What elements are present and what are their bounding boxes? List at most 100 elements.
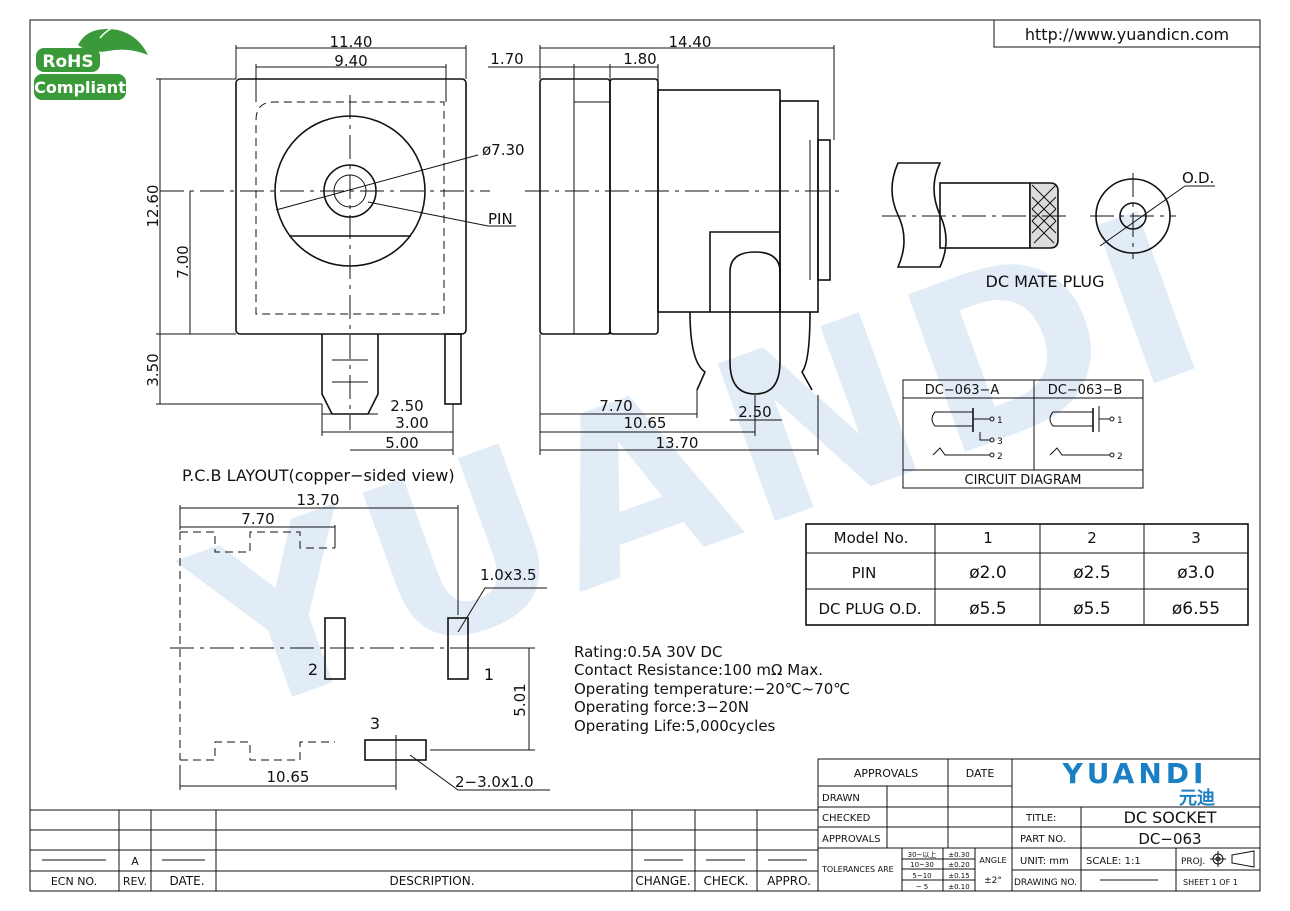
svg-text:ø5.5: ø5.5 [969,599,1006,619]
part-value: DC−063 [1138,830,1201,848]
dim-9-40: 9.40 [334,52,367,70]
pin-label: PIN [488,210,513,228]
dim-5-00: 5.00 [385,434,418,452]
od-label: O.D. [1182,169,1214,187]
svg-text:DESCRIPTION.: DESCRIPTION. [389,874,474,888]
svg-text:PIN: PIN [852,564,877,582]
pcb-title: P.C.B LAYOUT(copper−sided view) [182,466,455,485]
pcb-pin-1 [447,617,469,680]
dim-10-65: 10.65 [624,414,667,432]
svg-text:Rating:0.5A 30V DC: Rating:0.5A 30V DC [574,643,722,661]
front-pin-right [444,333,462,405]
dim-14-40: 14.40 [669,33,712,51]
svg-text:3: 3 [1191,529,1201,547]
circuit-header-b: DC−063−B [1048,383,1123,398]
brand-logo: YUANDI [1062,757,1208,790]
compliant-text: Compliant [34,78,126,97]
pcb-pin-2 [324,617,346,680]
svg-text:UNIT: mm: UNIT: mm [1020,856,1069,867]
svg-text:±2°: ±2° [984,876,1002,886]
dim-7-70: 7.70 [599,397,632,415]
svg-text:1: 1 [997,416,1003,426]
ratings: Rating:0.5A 30V DC Contact Resistance:10… [574,643,850,735]
front-view: 11.40 9.40 12.60 7.00 3.50 2.50 3.00 5.0… [144,33,525,455]
dim-11-40: 11.40 [330,33,373,51]
svg-text:DATE.: DATE. [169,874,204,888]
svg-text:REV.: REV. [123,875,147,888]
svg-text:Operating temperature:−20℃~70: Operating temperature:−20℃~70℃ [574,680,850,698]
mate-plug: O.D. DC MATE PLUG [882,162,1215,291]
svg-text:±0.20: ±0.20 [948,861,969,869]
svg-text:ø6.55: ø6.55 [1172,599,1220,619]
revision-block: A ECN NO. REV. DATE. DESCRIPTION. CHANGE… [30,809,818,891]
svg-text:Contact Resistance:100 mΩ M: Contact Resistance:100 mΩ Max. [574,661,823,679]
svg-text:2: 2 [1117,452,1123,462]
svg-text:Operating force:3−20N: Operating force:3−20N [574,698,749,716]
mate-plug-label: DC MATE PLUG [986,272,1105,291]
svg-text:3: 3 [997,437,1003,447]
svg-text:APPRO.: APPRO. [767,874,811,888]
circuit-caption: CIRCUIT DIAGRAM [965,473,1082,488]
svg-text:CHECKED: CHECKED [822,813,871,824]
side-view: 14.40 1.70 1.80 7.70 10.65 13.70 2.50 [488,33,845,455]
spec-table: Model No. 1 2 3 PIN ø2.0 ø2.5 ø3.0 DC PL… [805,523,1249,626]
svg-text:±0.30: ±0.30 [948,851,969,859]
sheet-border [29,19,1261,892]
circuit-diagram: DC−063−A DC−063−B 1 3 2 1 2 CIRCUIT DIAG… [902,379,1144,489]
svg-text:±0.10: ±0.10 [948,883,969,891]
svg-text:PART NO.: PART NO. [1020,834,1066,845]
svg-text:DC PLUG O.D.: DC PLUG O.D. [818,600,921,618]
svg-text:APPROVALS: APPROVALS [822,834,881,845]
svg-text:ø5.5: ø5.5 [1073,599,1110,619]
dim-12-60: 12.60 [144,185,162,228]
svg-text:1: 1 [983,529,993,547]
svg-text:DRAWN: DRAWN [822,793,860,804]
svg-text:ECN NO.: ECN NO. [51,875,97,888]
svg-text:ø2.5: ø2.5 [1073,563,1110,583]
svg-text:SHEET 1 OF 1: SHEET 1 OF 1 [1183,878,1238,887]
website-box: http://www.yuandicn.com [993,19,1261,48]
svg-text:ø3.0: ø3.0 [1177,563,1214,583]
svg-text:APPROVALS: APPROVALS [854,767,918,780]
title-value: DC SOCKET [1124,808,1217,827]
svg-text:ø2.0: ø2.0 [969,563,1006,583]
pcb-slot-label: 2−3.0x1.0 [455,773,534,791]
rohs-text: RoHS [42,52,93,72]
dim-2-50-side: 2.50 [738,403,771,421]
svg-text:DRAWING NO.: DRAWING NO. [1014,878,1077,888]
svg-text:SCALE: 1:1: SCALE: 1:1 [1086,856,1141,867]
diameter-label: ø7.30 [482,141,525,159]
dim-1-80: 1.80 [623,50,656,68]
svg-text:5~10: 5~10 [912,872,931,880]
title-block: APPROVALS DATE DRAWN CHECKED APPROVALS Y… [817,757,1261,892]
svg-text:2: 2 [997,452,1003,462]
svg-text:PROJ.: PROJ. [1181,857,1205,867]
dim-13-70: 13.70 [656,434,699,452]
pcb-dim-10-65: 10.65 [267,768,310,786]
pcb-dim-13-70: 13.70 [297,491,340,509]
svg-text:TITLE:: TITLE: [1025,813,1056,824]
svg-text:TOLERANCES ARE: TOLERANCES ARE [821,865,894,874]
svg-text:CHECK.: CHECK. [703,874,748,888]
svg-text:Model No.: Model No. [834,529,909,547]
dim-3-00: 3.00 [395,414,428,432]
projection-symbol-icon [1210,850,1255,868]
pcb-layout: P.C.B LAYOUT(copper−sided view) 2 1 3 13… [170,466,550,791]
svg-text:1: 1 [484,665,494,684]
svg-text:A: A [131,855,139,868]
svg-text:CHANGE.: CHANGE. [635,874,690,888]
svg-text:1: 1 [1117,416,1123,426]
svg-text:~ 5: ~ 5 [916,883,929,891]
svg-text:DATE: DATE [966,767,995,780]
svg-text:Operating Life:5,000cycles: Operating Life:5,000cycles [574,717,776,735]
dim-3-50: 3.50 [144,353,162,386]
svg-text:±0.15: ±0.15 [948,872,969,880]
pcb-hole-label: 1.0x3.5 [480,566,537,584]
svg-text:2: 2 [308,660,318,679]
dim-7-00: 7.00 [174,245,192,278]
dim-1-70: 1.70 [490,50,523,68]
front-body [235,78,467,335]
svg-text:2: 2 [1087,529,1097,547]
svg-text:ANGLE: ANGLE [979,856,1006,865]
